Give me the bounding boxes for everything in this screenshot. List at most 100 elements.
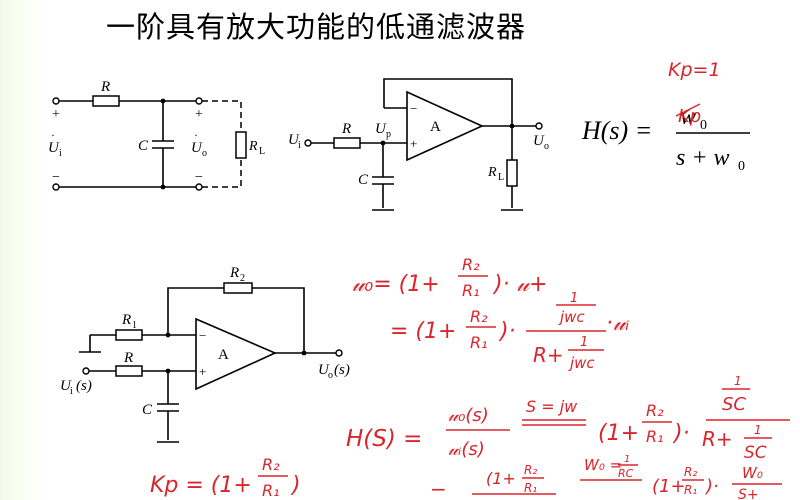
note-kp-struck: Kp [678, 106, 701, 127]
label-ui-sub: i [70, 386, 73, 397]
eq2-prefix: = (1+ [390, 319, 456, 344]
label-rl: R [487, 165, 497, 180]
eq5-frac-r2-2: R₂ [684, 465, 697, 479]
eq5-minus: − [430, 477, 447, 500]
label-ui-sub: i [298, 140, 301, 151]
eq5-close-dot: )· [704, 476, 719, 497]
input-terminal [304, 139, 312, 147]
eq2-den-one: 1 [580, 335, 588, 350]
label-c: C [138, 138, 149, 154]
label-rl: R [248, 139, 258, 154]
transfer-function-formula: H(s) = w 0 s + w 0 [581, 104, 750, 174]
label-rl-sub: L [498, 172, 504, 183]
eq5-frac-r1: R₁ [524, 481, 537, 495]
dot-accent: · [194, 128, 198, 142]
label-uo: U [533, 133, 545, 149]
eq3-s-eq-jw: S = jw [526, 397, 578, 416]
label-uo: U [191, 140, 203, 156]
label-uo-sub: o [202, 148, 207, 159]
label-minus: − [410, 101, 417, 116]
label-rl-sub: L [259, 146, 265, 157]
label-ui-arg: (s) [76, 378, 92, 394]
eq3-frac-r1: R₁ [646, 427, 664, 446]
eq1-right: )· 𝓊+ [492, 272, 547, 297]
eq2-den-jwc: jwc [568, 354, 595, 372]
formula-denominator-sub: 0 [738, 159, 745, 174]
noninverting-rc-circuit: R 2 R 1 R C A − + U i (s) U o (s) [60, 265, 350, 443]
label-c: C [142, 402, 153, 418]
label-r1-sub: 1 [132, 320, 137, 331]
label-c: C [358, 172, 369, 188]
eq4-frac-r2: R₂ [262, 455, 280, 474]
eq1-frac-r2: R₂ [462, 255, 480, 274]
eq2-one: 1 [570, 291, 578, 306]
eq5-w0-eq: W₀ = [584, 456, 622, 474]
dot-accent: · [51, 128, 55, 142]
eq1-frac-r1: R₁ [462, 281, 480, 300]
eq4-close: ) [290, 473, 301, 498]
eq2-mid: )· [498, 319, 516, 344]
label-minus-in: − [52, 170, 60, 185]
eq3-den-one: 1 [754, 423, 762, 437]
node-dot [301, 350, 307, 356]
eq3-uo-s: 𝓊₀(s) [448, 405, 489, 426]
label-r1: R [121, 312, 131, 328]
label-r: R [341, 121, 351, 137]
label-r: R [123, 350, 133, 366]
follower-rc-circuit: R C A − + U i U p U o R L [288, 78, 549, 211]
label-uo-sub: o [544, 141, 549, 152]
label-r: R [100, 79, 110, 95]
eq2-dot-ui: ·𝓊ᵢ [606, 311, 629, 336]
passive-rc-circuit: R C + − + − U i · U o · R L [48, 79, 265, 191]
eq5-rc-one: 1 [624, 454, 630, 465]
label-ui: U [48, 140, 60, 156]
eq5-one-plus-2: (1+ [652, 476, 686, 497]
eq3-close-dot: )· [672, 421, 690, 446]
label-ui-sub: i [59, 148, 62, 159]
label-uo: U [318, 362, 330, 378]
eq3-sc: SC [722, 394, 746, 415]
label-ui: U [288, 132, 300, 148]
eq3-frac-r2: R₂ [646, 401, 664, 420]
eq4-kp: Kp = (1+ [150, 473, 252, 498]
label-up-sub: p [386, 129, 391, 140]
strike-line [675, 103, 701, 117]
formula-denominator: s + w [676, 145, 730, 171]
eq2-frac-r2: R₂ [470, 307, 488, 326]
label-plus-in: + [52, 107, 60, 122]
eq3-ui-s: 𝓊ᵢ(s) [448, 439, 485, 460]
resistor-r [92, 95, 120, 107]
eq5-w0: W₀ [742, 464, 763, 482]
label-amp: A [218, 347, 229, 363]
eq3-one: 1 [734, 374, 742, 388]
formula-numerator-w: w [680, 104, 696, 130]
label-r2: R [229, 265, 239, 281]
load-wire-dashed [202, 100, 242, 132]
label-plus: + [199, 364, 206, 379]
resistor-rl [506, 159, 518, 187]
eq5-s-plus: S+ [738, 487, 759, 500]
eq3-lhs: H(S) = [346, 426, 422, 452]
resistor-r [333, 137, 361, 149]
label-r2-sub: 2 [240, 273, 245, 284]
eq5-frac-r2: R₂ [524, 463, 537, 477]
eq4-frac-r1: R₁ [262, 481, 280, 500]
op-amp [406, 90, 484, 162]
label-minus: − [199, 328, 206, 343]
eq3-r-plus: R+ [702, 427, 733, 451]
resistor-r2 [223, 282, 253, 294]
eq5-frac-r1-2: R₁ [684, 483, 697, 497]
slide-title: 一阶具有放大功能的低通滤波器 [106, 10, 527, 44]
resistor-rl [235, 131, 247, 159]
label-amp: A [430, 119, 441, 135]
output-terminal [335, 349, 343, 357]
handwritten-notes: Kp=1 Kp 𝓊₀= (1+ R₂ R₁ )· 𝓊+ = (1+ R₂ R₁ … [150, 59, 790, 500]
formula-lhs: H(s) = [581, 116, 652, 145]
output-terminal-top [195, 97, 203, 105]
resistor-r1 [115, 329, 143, 341]
input-terminal [82, 367, 90, 375]
eq5-one-plus: (1+ [486, 469, 516, 488]
eq3-one-plus: (1+ [598, 421, 639, 446]
input-terminal-top [52, 97, 60, 105]
